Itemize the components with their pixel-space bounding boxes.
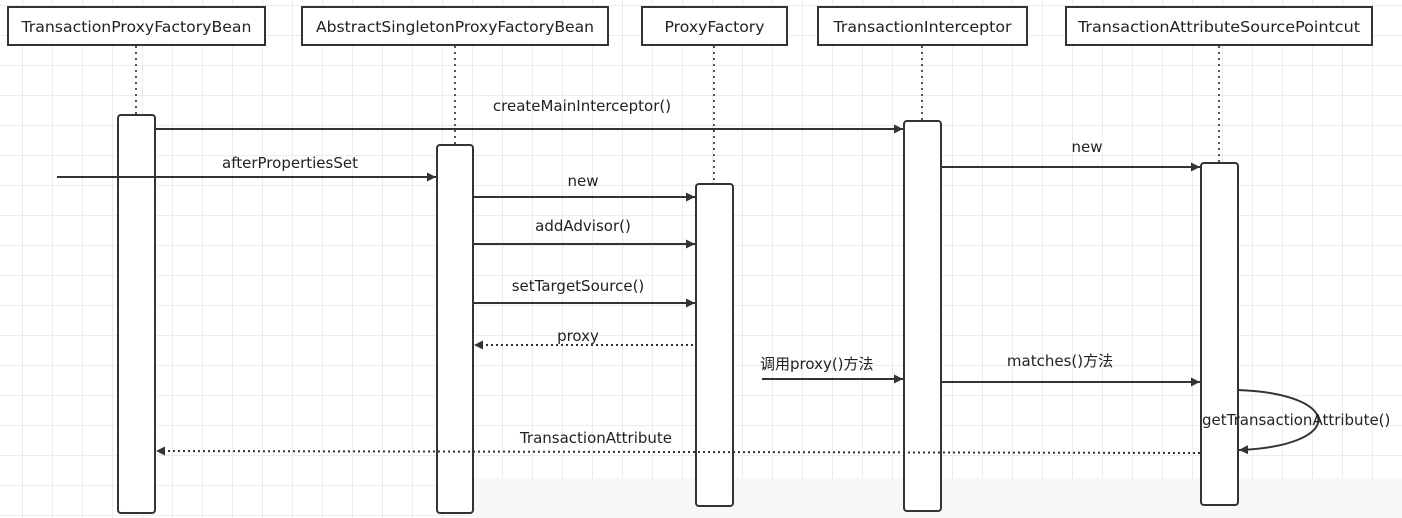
message-matches-method: matches()方法 — [941, 352, 1200, 387]
activation-bar-proxy-factory — [695, 183, 734, 507]
message-transaction-attribute-return: TransactionAttribute — [155, 429, 1201, 456]
message-label: new — [1071, 138, 1102, 156]
participant-label: TransactionAttributeSourcePointcut — [1077, 18, 1360, 36]
message-create-main-interceptor: createMainInterceptor() — [155, 97, 903, 134]
message-add-advisor: addAdvisor() — [473, 217, 695, 249]
message-label: addAdvisor() — [535, 217, 631, 235]
message-new-transaction-attribute-source-pointcut: new — [941, 138, 1200, 172]
activation-bar-transaction-proxy-factory-bean — [117, 114, 156, 514]
participant-transaction-interceptor: TransactionInterceptor — [817, 6, 1028, 46]
message-proxy-return: proxy — [474, 327, 693, 350]
participant-proxy-factory: ProxyFactory — [641, 6, 788, 46]
message-label: proxy — [557, 327, 599, 345]
participant-label: TransactionProxyFactoryBean — [20, 18, 251, 36]
activation-bar-transaction-interceptor — [903, 120, 942, 512]
participant-label: TransactionInterceptor — [832, 18, 1012, 36]
message-label: matches()方法 — [1007, 352, 1113, 370]
message-new-proxy-factory: new — [473, 172, 695, 202]
message-get-transaction-attribute-self-call: getTransactionAttribute() — [1202, 389, 1390, 455]
participant-label: AbstractSingletonProxyFactoryBean — [316, 18, 594, 36]
participant-abstract-singleton-proxy-factory-bean: AbstractSingletonProxyFactoryBean — [301, 6, 609, 46]
message-label: setTargetSource() — [512, 277, 645, 295]
message-after-properties-set: afterPropertiesSet — [57, 154, 436, 182]
message-label: TransactionAttribute — [519, 429, 672, 447]
participant-transaction-attribute-source-pointcut: TransactionAttributeSourcePointcut — [1065, 6, 1373, 46]
participant-transaction-proxy-factory-bean: TransactionProxyFactoryBean — [7, 6, 266, 46]
activation-bar-transaction-attribute-source-pointcut — [1200, 162, 1239, 506]
message-label: afterPropertiesSet — [222, 154, 358, 172]
message-set-target-source: setTargetSource() — [473, 277, 695, 308]
message-call-proxy-method: 调用proxy()方法 — [760, 355, 903, 384]
message-label: new — [567, 172, 598, 190]
participant-label: ProxyFactory — [665, 18, 765, 36]
message-label: 调用proxy()方法 — [760, 355, 874, 373]
message-label: getTransactionAttribute() — [1202, 411, 1390, 429]
message-label: createMainInterceptor() — [493, 97, 671, 115]
activation-bar-abstract-singleton-proxy-factory-bean — [436, 144, 474, 514]
